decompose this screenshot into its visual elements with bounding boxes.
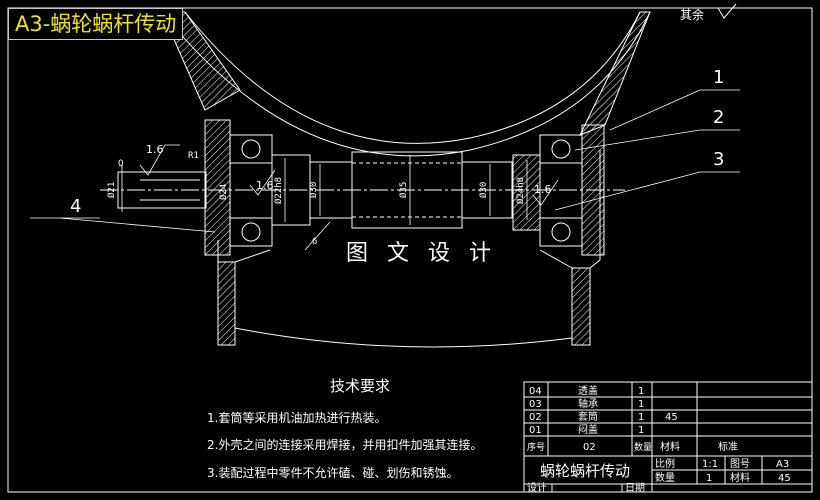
bom-row-3-no: 02 — [529, 412, 542, 423]
roughness-mark-1: 1.6 — [146, 143, 164, 156]
dim-r1: R1 — [188, 151, 199, 161]
leader-lines — [30, 89, 740, 233]
dimension-labels: R1 Q Ø21 Ø24 Ø22h8 Ø30 Ø35 Ø30 Ø24h8 6 — [106, 151, 526, 247]
bom-header-qty: 数量 — [634, 441, 652, 453]
bom-row-3-name: 套筒 — [578, 410, 598, 423]
dim-d21: Ø21 — [106, 182, 117, 198]
bom-row-4-no: 01 — [529, 425, 542, 436]
bom-row-4-qty: 1 — [638, 425, 644, 436]
bom-row-1-name: 透盖 — [578, 384, 598, 397]
bom-row-3-material: 45 — [665, 412, 678, 423]
material-value: 45 — [778, 473, 791, 484]
tech-requirements: 技术要求 1.套筒等采用机油加热进行热装。 2.外壳之间的连接采用焊接，并用扣件… — [207, 377, 482, 480]
qty-label: 数量 — [655, 471, 675, 484]
bom-row-3-qty: 1 — [638, 412, 644, 423]
balloon-4: 4 — [70, 196, 81, 217]
housing — [217, 124, 605, 348]
bom-row-2-no: 03 — [529, 399, 542, 410]
roughness-mark-3: 1.6 — [534, 183, 552, 196]
scale-value: 1:1 — [702, 459, 718, 470]
balloon-1: 1 — [713, 67, 724, 88]
dim-q: Q — [118, 159, 123, 169]
roughness-label: 其余 — [680, 7, 704, 22]
bom-row-2-qty: 1 — [638, 399, 644, 410]
dim-d22h8: Ø22h8 — [273, 177, 284, 204]
surface-roughness-marks — [139, 144, 559, 206]
scale-label: 比例 — [655, 457, 675, 470]
drawing-title: A3-蜗轮蜗杆传动 — [8, 8, 184, 40]
roughness-symbol: 其余 — [680, 3, 737, 22]
bom-header-no: 序号 — [527, 441, 545, 453]
qty-value: 1 — [706, 473, 712, 484]
dimension-lines — [121, 155, 528, 251]
bom-header-name: 02 — [583, 442, 596, 453]
balloon-3: 3 — [713, 149, 724, 170]
design-label: 设计 — [527, 481, 547, 494]
date-label: 日期 — [625, 482, 645, 494]
material-label: 材料 — [730, 471, 750, 484]
bom-row-4-name: 闷盖 — [578, 423, 598, 436]
watermark: 图 文 设 计 — [346, 241, 497, 266]
tech-item-1: 1.套筒等采用机油加热进行热装。 — [207, 410, 386, 425]
tech-item-3: 3.装配过程中零件不允许磕、碰、划伤和锈蚀。 — [207, 465, 458, 480]
bearings — [204, 119, 583, 256]
roughness-mark-2: 1.6 — [256, 179, 274, 192]
drawing-name: 蜗轮蜗杆传动 — [540, 462, 630, 480]
bom-row-2-name: 轴承 — [578, 397, 598, 410]
drawing-no-label: 图号 — [730, 458, 750, 470]
dim-6: 6 — [312, 237, 317, 247]
dim-d30-left: Ø30 — [308, 182, 319, 198]
bom-row-1-no: 04 — [529, 386, 542, 397]
worm-shaft — [100, 151, 625, 229]
dim-d35: Ø35 — [398, 182, 409, 198]
bom-header-standard: 标准 — [718, 441, 738, 453]
drawing-no-value: A3 — [776, 459, 789, 470]
bom-row-1-qty: 1 — [638, 386, 644, 397]
tech-item-2: 2.外壳之间的连接采用焊接，并用扣件加强其连接。 — [207, 437, 482, 452]
balloon-2: 2 — [713, 107, 724, 128]
tech-heading: 技术要求 — [330, 377, 390, 395]
worm-wheel — [161, 11, 651, 157]
dim-d24: Ø24 — [218, 184, 229, 200]
drawing-border — [7, 7, 813, 493]
dim-d30-right: Ø30 — [478, 182, 489, 198]
title-block: 04 透盖 1 03 轴承 1 02 套筒 1 45 01 闷盖 1 序号 02… — [523, 381, 813, 494]
bom-header-material: 材料 — [660, 440, 680, 453]
dim-d24h8: Ø24h8 — [515, 177, 526, 204]
